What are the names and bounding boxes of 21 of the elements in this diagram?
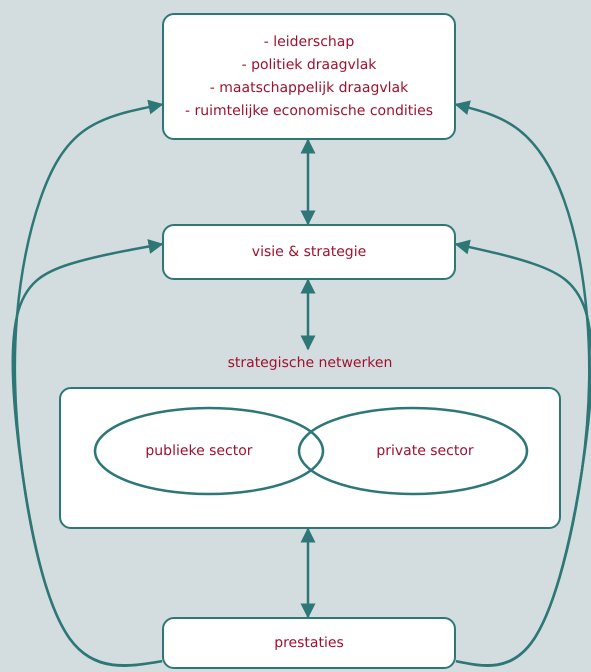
arrow — [14, 100, 164, 667]
node-text: prestaties — [274, 634, 344, 652]
rounded-box — [162, 224, 456, 280]
node-text: - maatschappelijk draagvlak — [210, 78, 408, 98]
arrow — [300, 138, 316, 226]
node-text: - ruimtelijke economische condities — [184, 102, 434, 120]
node-text: - leiderschap — [264, 32, 354, 52]
rounded-box — [162, 617, 456, 669]
arrow — [454, 100, 591, 667]
node-text: visie & strategie — [252, 242, 366, 262]
rounded-box — [162, 13, 456, 140]
sector-ellipse — [94, 407, 324, 495]
node-text: publieke sector — [145, 442, 253, 460]
section-heading: strategische netwerken — [228, 355, 392, 371]
arrow — [300, 278, 316, 350]
arrow — [12, 239, 164, 666]
arrow — [300, 528, 316, 618]
sector-ellipse — [298, 407, 528, 495]
node-text: private sector — [376, 442, 474, 460]
node-text: - politiek draagvlak — [242, 56, 376, 74]
arrow — [454, 240, 591, 666]
